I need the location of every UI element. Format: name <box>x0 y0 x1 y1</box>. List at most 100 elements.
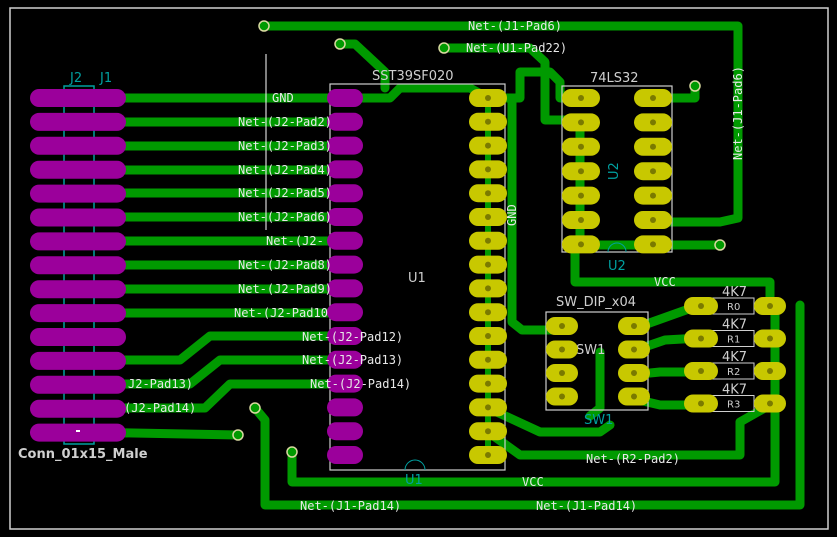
u1-pad-left <box>327 208 363 226</box>
resistor-ref: R1 <box>727 335 740 346</box>
net-label-pad14b: (J2-Pad14) <box>124 401 196 415</box>
net-label-vcc-mid: VCC <box>654 275 676 289</box>
u1-pad-hole <box>485 404 491 411</box>
resistor-value: 4K7 <box>722 318 747 333</box>
sw1-value: SW_DIP_x04 <box>556 295 636 310</box>
j1-pad <box>30 184 126 203</box>
u1-pad-left <box>327 374 363 393</box>
net-label-pad13b: J2-Pad13) <box>128 377 193 391</box>
j1-pad <box>30 328 126 346</box>
sw1-ref: SW1 <box>576 343 605 358</box>
u2-ref: U2 <box>607 162 622 180</box>
j1-pad <box>30 375 126 394</box>
u1-pad-hole <box>485 380 491 387</box>
u1-pad-left <box>327 279 363 298</box>
u1-pad-hole <box>485 333 491 339</box>
vias <box>232 20 726 458</box>
net-label-pad3: Net-(J2-Pad3) <box>238 139 332 153</box>
net-label-gnd-vert: GND <box>505 204 519 226</box>
j1-pad <box>30 351 126 370</box>
u1-pad-hole <box>485 356 491 363</box>
u1-pad-left <box>327 160 363 179</box>
j1-pad <box>30 208 126 227</box>
net-label-j1pad6-side: Net-(J1-Pad6) <box>731 66 745 160</box>
u2-ref-silk: U2 <box>608 259 626 274</box>
resistor-value: 4K7 <box>722 383 747 398</box>
trace-pad14 <box>73 379 350 413</box>
u2-outline <box>561 85 673 253</box>
net-label-gnd: GND <box>272 91 294 105</box>
u1-pad-left <box>327 255 363 274</box>
u1-pad-left <box>327 446 363 464</box>
net-label-pad4: Net-(J2-Pad4) <box>238 163 332 177</box>
j1-pad <box>30 423 126 442</box>
u2-notch <box>607 242 627 253</box>
trace-via-u1 <box>335 39 390 93</box>
net-labels: GND Net-(J2-Pad2) Net-(J2-Pad3) Net-(J2-… <box>124 19 745 513</box>
u1-pad-left <box>327 398 363 417</box>
u2-pads-right <box>634 89 672 254</box>
j1-pad <box>30 256 126 275</box>
j1-pad <box>30 112 126 131</box>
net-label-pad6: Net-(J2-Pad6) <box>238 210 332 224</box>
u1-ref-silk: U1 <box>405 473 423 488</box>
trace-u2-a <box>483 67 585 103</box>
board-edge <box>9 7 829 530</box>
u1-pad-hole <box>485 237 491 244</box>
u1-pad-hole <box>485 214 491 220</box>
resistor-value: 4K7 <box>722 350 747 365</box>
trace-j1pad6 <box>259 21 743 227</box>
connector-j1: J2 J1 Conn_01x15_Male <box>18 54 267 462</box>
u1-pad-left <box>327 303 363 322</box>
net-label-u1pad22: Net-(U1-Pad22) <box>466 41 567 55</box>
net-label-pad2: Net-(J2-Pad2) <box>238 115 332 129</box>
u1-notch <box>404 459 426 471</box>
j1-pad <box>30 136 126 155</box>
trace-u1-sw <box>483 403 615 437</box>
trace-pad12 <box>73 331 350 365</box>
u1-pad-hole <box>485 142 491 149</box>
sw1-pads <box>546 317 650 406</box>
u1-pad-hole <box>485 285 491 292</box>
trace-vcc-bottom <box>287 300 780 487</box>
u1-pad-hole <box>485 428 491 435</box>
u1-pad-hole <box>485 166 491 173</box>
j1-ref: J1 <box>99 71 112 86</box>
u2-value: 74LS32 <box>590 71 639 86</box>
copper-traces <box>73 21 805 510</box>
net-label-j1pad14-left: Net-(J1-Pad14) <box>300 499 401 513</box>
j1-pad <box>30 304 126 323</box>
j1-value: Conn_01x15_Male <box>18 447 148 462</box>
net-label-r2pad2: Net-(R2-Pad2) <box>586 452 680 466</box>
trace-j1pad14 <box>250 300 805 510</box>
u1-pad-left <box>327 231 363 250</box>
net-label-j1pad14-right: Net-(J1-Pad14) <box>536 499 637 513</box>
sw1-ref-silk: SW1 <box>584 413 613 428</box>
u1-pad-left <box>327 422 363 441</box>
j1-pad <box>30 399 126 418</box>
net-label-pad13a: Net-(J2-Pad13) <box>302 353 403 367</box>
net-label-j1pad6-top: Net-(J1-Pad6) <box>468 19 562 33</box>
j1-pads <box>30 89 126 442</box>
sw1-outline <box>545 311 649 411</box>
u1-outline <box>329 83 506 471</box>
j1-pad <box>30 280 126 299</box>
trace-r2pad2 <box>483 400 775 460</box>
ic-u1: SST39SF020 U1 U1 <box>327 69 507 488</box>
u1-pad-hole <box>485 452 491 458</box>
u1-ref: U1 <box>408 271 426 286</box>
u1-pad-left <box>327 184 363 203</box>
resistor-ref: R3 <box>727 400 740 411</box>
j1-pad <box>30 89 126 107</box>
resistor-ref: R0 <box>727 302 740 313</box>
u1-pad-left <box>327 136 363 155</box>
j1-pad <box>30 160 126 179</box>
resistor-value: 4K7 <box>722 285 747 300</box>
